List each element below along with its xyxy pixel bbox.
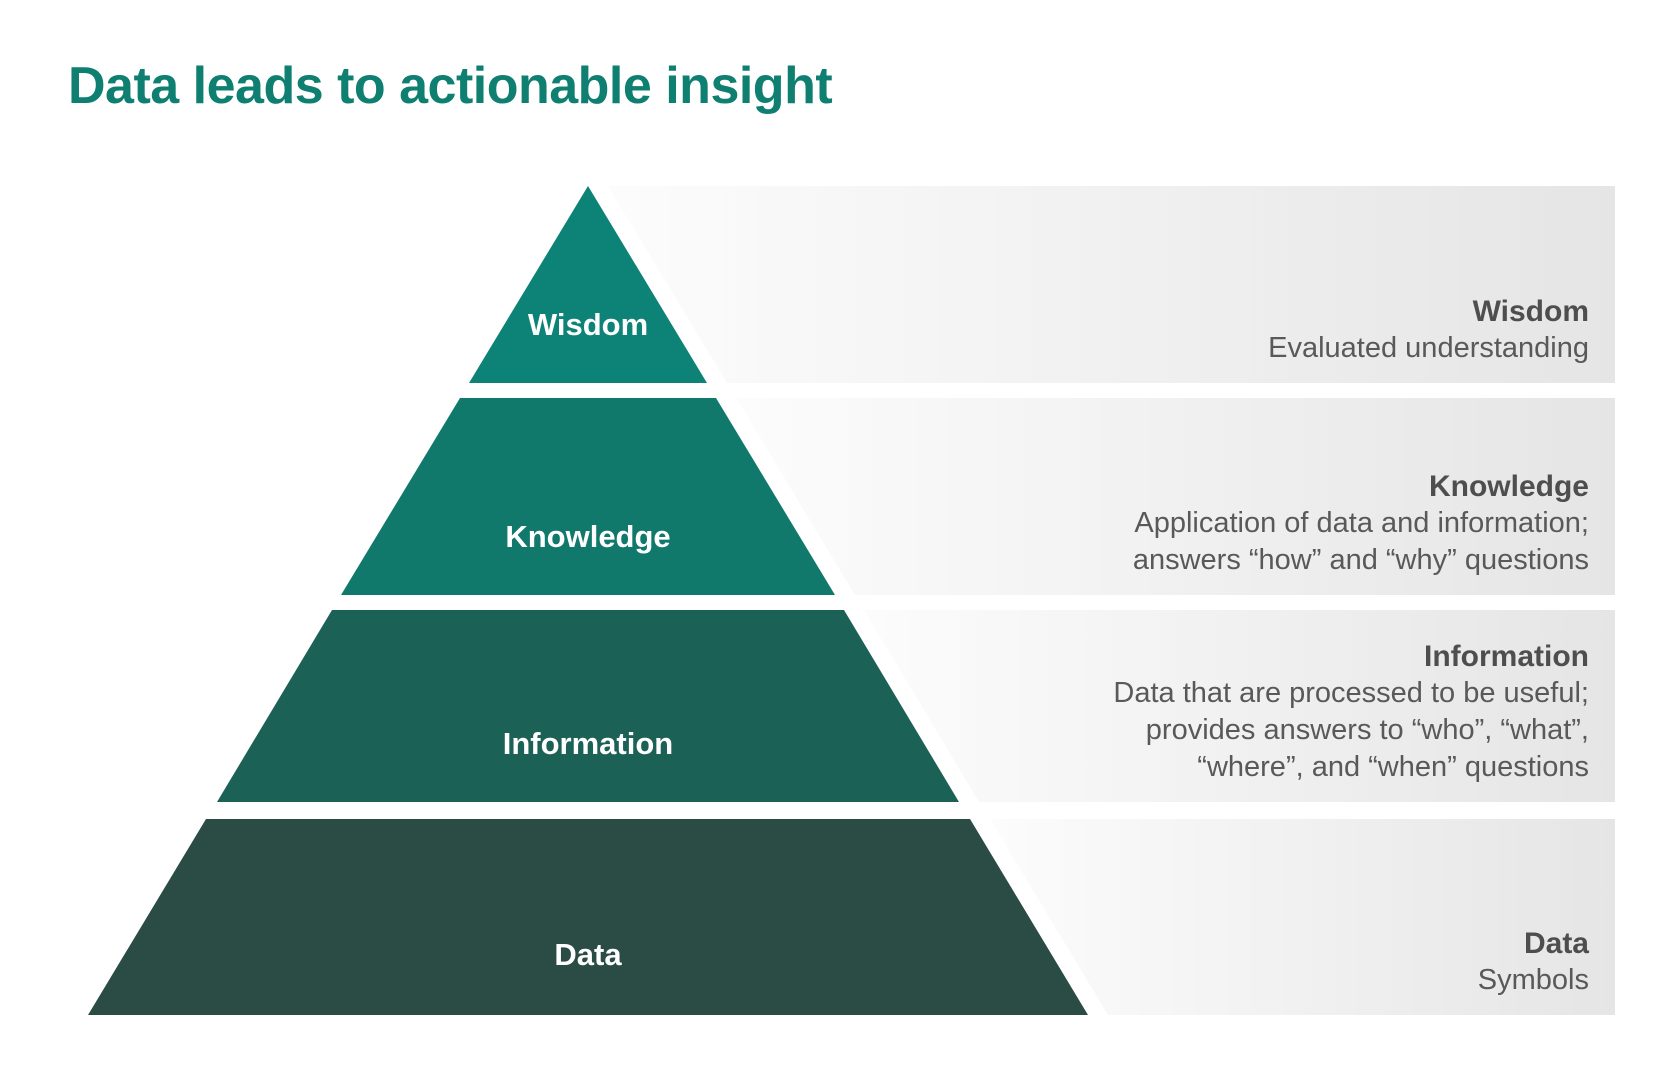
knowledge-description-line: answers “how” and “why” questions (1132, 544, 1589, 576)
information-description-line: Data that are processed to be useful; (1113, 677, 1589, 709)
page-title: Data leads to actionable insight (68, 57, 833, 115)
data-description-heading: Data (1523, 927, 1589, 960)
knowledge-description-line: Application of data and information; (1134, 507, 1589, 539)
information-description-line: provides answers to “who”, “what”, (1145, 714, 1589, 746)
wisdom-description-line: Evaluated understanding (1268, 332, 1589, 364)
pyramid-label-wisdom: Wisdom (527, 307, 649, 342)
information-description-line: “where”, and “when” questions (1197, 751, 1589, 783)
information-description-heading: Information (1424, 640, 1589, 673)
description-band-wisdom: Wisdom Evaluated understanding (608, 186, 1615, 383)
description-band-data: Data Symbols (990, 819, 1615, 1015)
knowledge-description-heading: Knowledge (1428, 470, 1589, 503)
wisdom-description-heading: Wisdom (1472, 295, 1589, 328)
pyramid-label-data: Data (554, 937, 622, 972)
pyramid-tier-data (88, 819, 1088, 1015)
data-description-line: Symbols (1477, 964, 1589, 996)
description-band-information: Information Data that are processed to b… (864, 610, 1615, 802)
description-band-knowledge: Knowledge Application of data and inform… (736, 398, 1615, 595)
pyramid-tier-information (217, 610, 959, 802)
pyramid-label-knowledge: Knowledge (505, 519, 671, 554)
pyramid-label-information: Information (502, 726, 674, 761)
